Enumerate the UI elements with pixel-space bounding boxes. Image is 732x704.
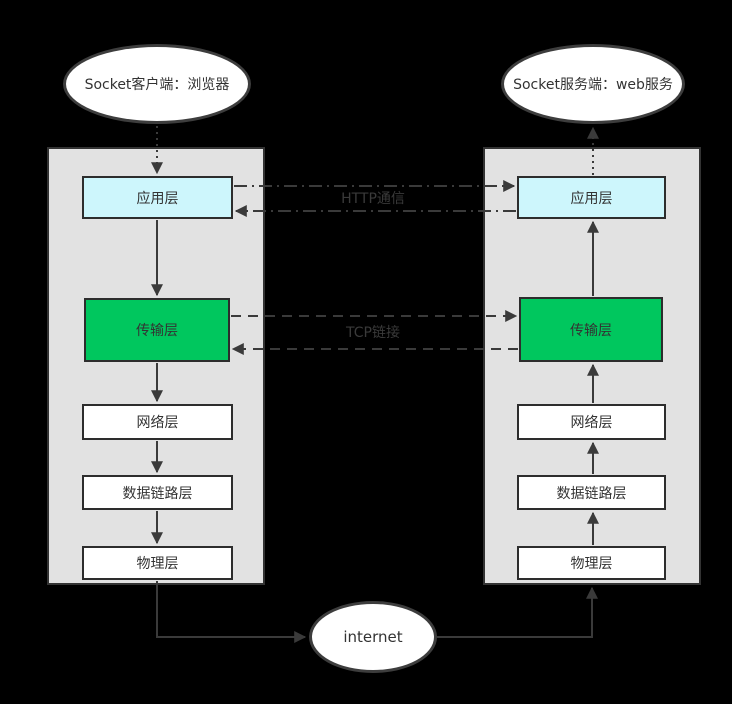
client-layer-application: 应用层 (82, 176, 233, 219)
http-connection-label: HTTP通信 (341, 191, 405, 207)
client-layer-network: 网络层 (82, 404, 233, 440)
server-layer-application-label: 应用层 (570, 190, 613, 207)
server-node: Socket服务端：web服务 (501, 44, 685, 124)
client-layer-transport: 传输层 (84, 298, 230, 362)
client-node: Socket客户端：浏览器 (63, 44, 251, 124)
server-layer-network: 网络层 (517, 404, 666, 440)
client-layer-physical: 物理层 (82, 546, 233, 580)
internet-node-label: internet (343, 628, 403, 646)
server-layer-transport-label: 传输层 (570, 322, 612, 339)
client-physical-to-internet-arrow (156, 581, 307, 643)
client-layer-datalink-label: 数据链路层 (122, 485, 193, 502)
client-layer-transport-label: 传输层 (136, 323, 178, 339)
server-node-label: Socket服务端：web服务 (513, 77, 673, 93)
server-layer-application: 应用层 (517, 176, 666, 219)
client-layer-network-label: 网络层 (136, 415, 179, 431)
server-layer-transport: 传输层 (519, 297, 663, 362)
client-layer-datalink: 数据链路层 (82, 475, 233, 510)
server-layer-datalink: 数据链路层 (517, 475, 666, 510)
internet-to-server-physical-arrow (437, 586, 598, 638)
client-layer-physical-label: 物理层 (136, 556, 179, 572)
server-layer-datalink-label: 数据链路层 (556, 485, 627, 502)
server-layer-physical-label: 物理层 (570, 556, 613, 572)
internet-node: internet (309, 601, 437, 673)
tcp-connection-label: TCP链接 (346, 325, 400, 341)
client-node-label: Socket客户端：浏览器 (84, 77, 230, 93)
server-layer-network-label: 网络层 (570, 415, 613, 431)
client-layer-application-label: 应用层 (136, 190, 179, 207)
server-layer-physical: 物理层 (517, 546, 666, 580)
